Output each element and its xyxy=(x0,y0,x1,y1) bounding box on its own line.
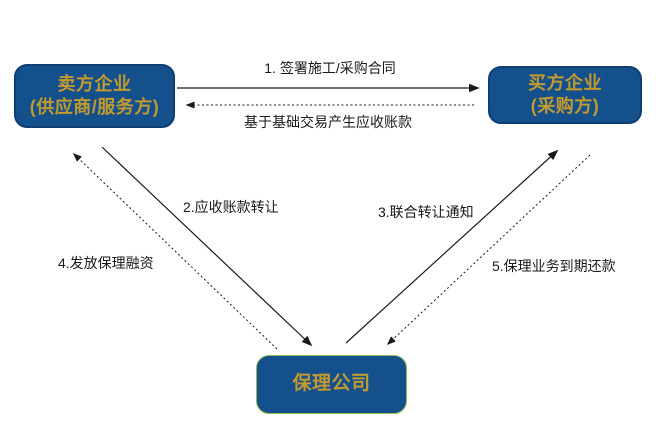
arrow-joint-transfer-notice xyxy=(345,149,559,344)
node-seller-title: 卖方企业 xyxy=(57,73,132,94)
edge-label-sign-contract: 1. 签署施工/采购合同 xyxy=(264,60,396,76)
node-seller-subtitle: (供应商/服务方) xyxy=(29,97,160,117)
edge-label-joint-transfer-notice: 3.联合转让通知 xyxy=(378,204,474,220)
node-buyer-subtitle: (采购方) xyxy=(530,96,600,116)
arrow-maturity-repayment xyxy=(386,154,591,346)
node-seller: 卖方企业 (供应商/服务方) xyxy=(14,64,175,128)
node-factoring-title: 保理公司 xyxy=(292,373,371,395)
node-buyer-title: 买方企业 xyxy=(528,72,602,93)
edge-label-receivables-transfer: 2.应收账款转让 xyxy=(183,199,279,215)
edge-label-receivables-generated: 基于基础交易产生应收账款 xyxy=(244,114,412,130)
node-factoring: 保理公司 xyxy=(256,355,407,414)
arrow-factoring-financing xyxy=(72,152,278,350)
arrow-receivables-transfer xyxy=(101,146,313,347)
edge-label-maturity-repayment: 5.保理业务到期还款 xyxy=(492,258,616,274)
edge-label-factoring-financing: 4.发放保理融资 xyxy=(58,255,154,271)
node-buyer: 买方企业 (采购方) xyxy=(488,66,642,124)
